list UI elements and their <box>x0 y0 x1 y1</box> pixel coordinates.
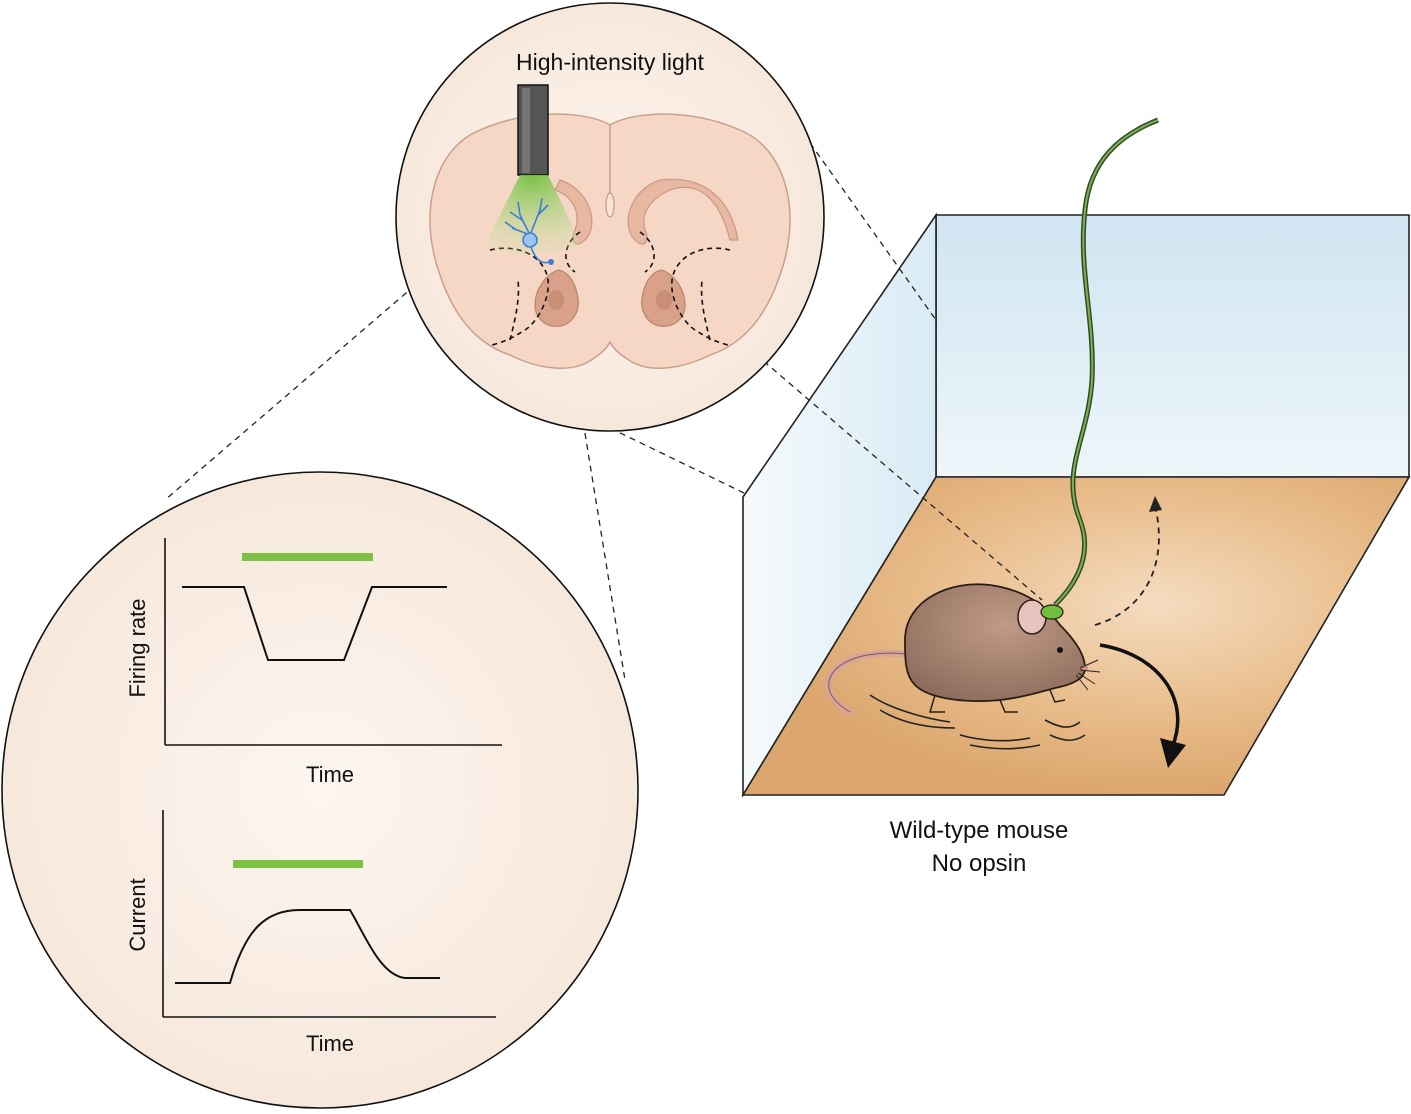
current-xlabel: Time <box>306 1031 354 1056</box>
implant-icon <box>1040 604 1064 620</box>
mouse-ear <box>1017 599 1047 635</box>
firing-trace <box>182 586 447 661</box>
light-label: High-intensity light <box>516 49 705 75</box>
rotation-arrow <box>1099 643 1180 746</box>
right-corpus-callosum <box>627 178 739 245</box>
arena <box>741 212 1411 798</box>
dashed-movement-arrow <box>1094 504 1160 626</box>
light-cone <box>485 175 580 255</box>
arena-caption-line1: Wild-type mouse <box>890 817 1069 844</box>
brain-zoom-circle: High-intensity light <box>395 2 825 432</box>
neuron-icon <box>504 197 551 264</box>
current-ylabel: Current <box>125 878 150 951</box>
motion-lines-icon <box>869 694 1086 750</box>
mouse-eye <box>1057 647 1063 653</box>
arena-floor <box>741 476 1411 796</box>
firing-rate-plot: Firing rate Time <box>125 538 502 787</box>
current-plot: Current Time <box>125 810 496 1056</box>
arena-back-wall <box>935 214 1410 478</box>
firing-xlabel: Time <box>306 762 354 787</box>
recording-zoom-circle: Firing rate Time Current Time <box>1 471 639 1109</box>
mouse <box>825 117 1186 768</box>
firing-ylabel: Firing rate <box>125 598 150 697</box>
current-trace <box>175 909 440 984</box>
arena-caption-line2: No opsin <box>932 850 1027 877</box>
